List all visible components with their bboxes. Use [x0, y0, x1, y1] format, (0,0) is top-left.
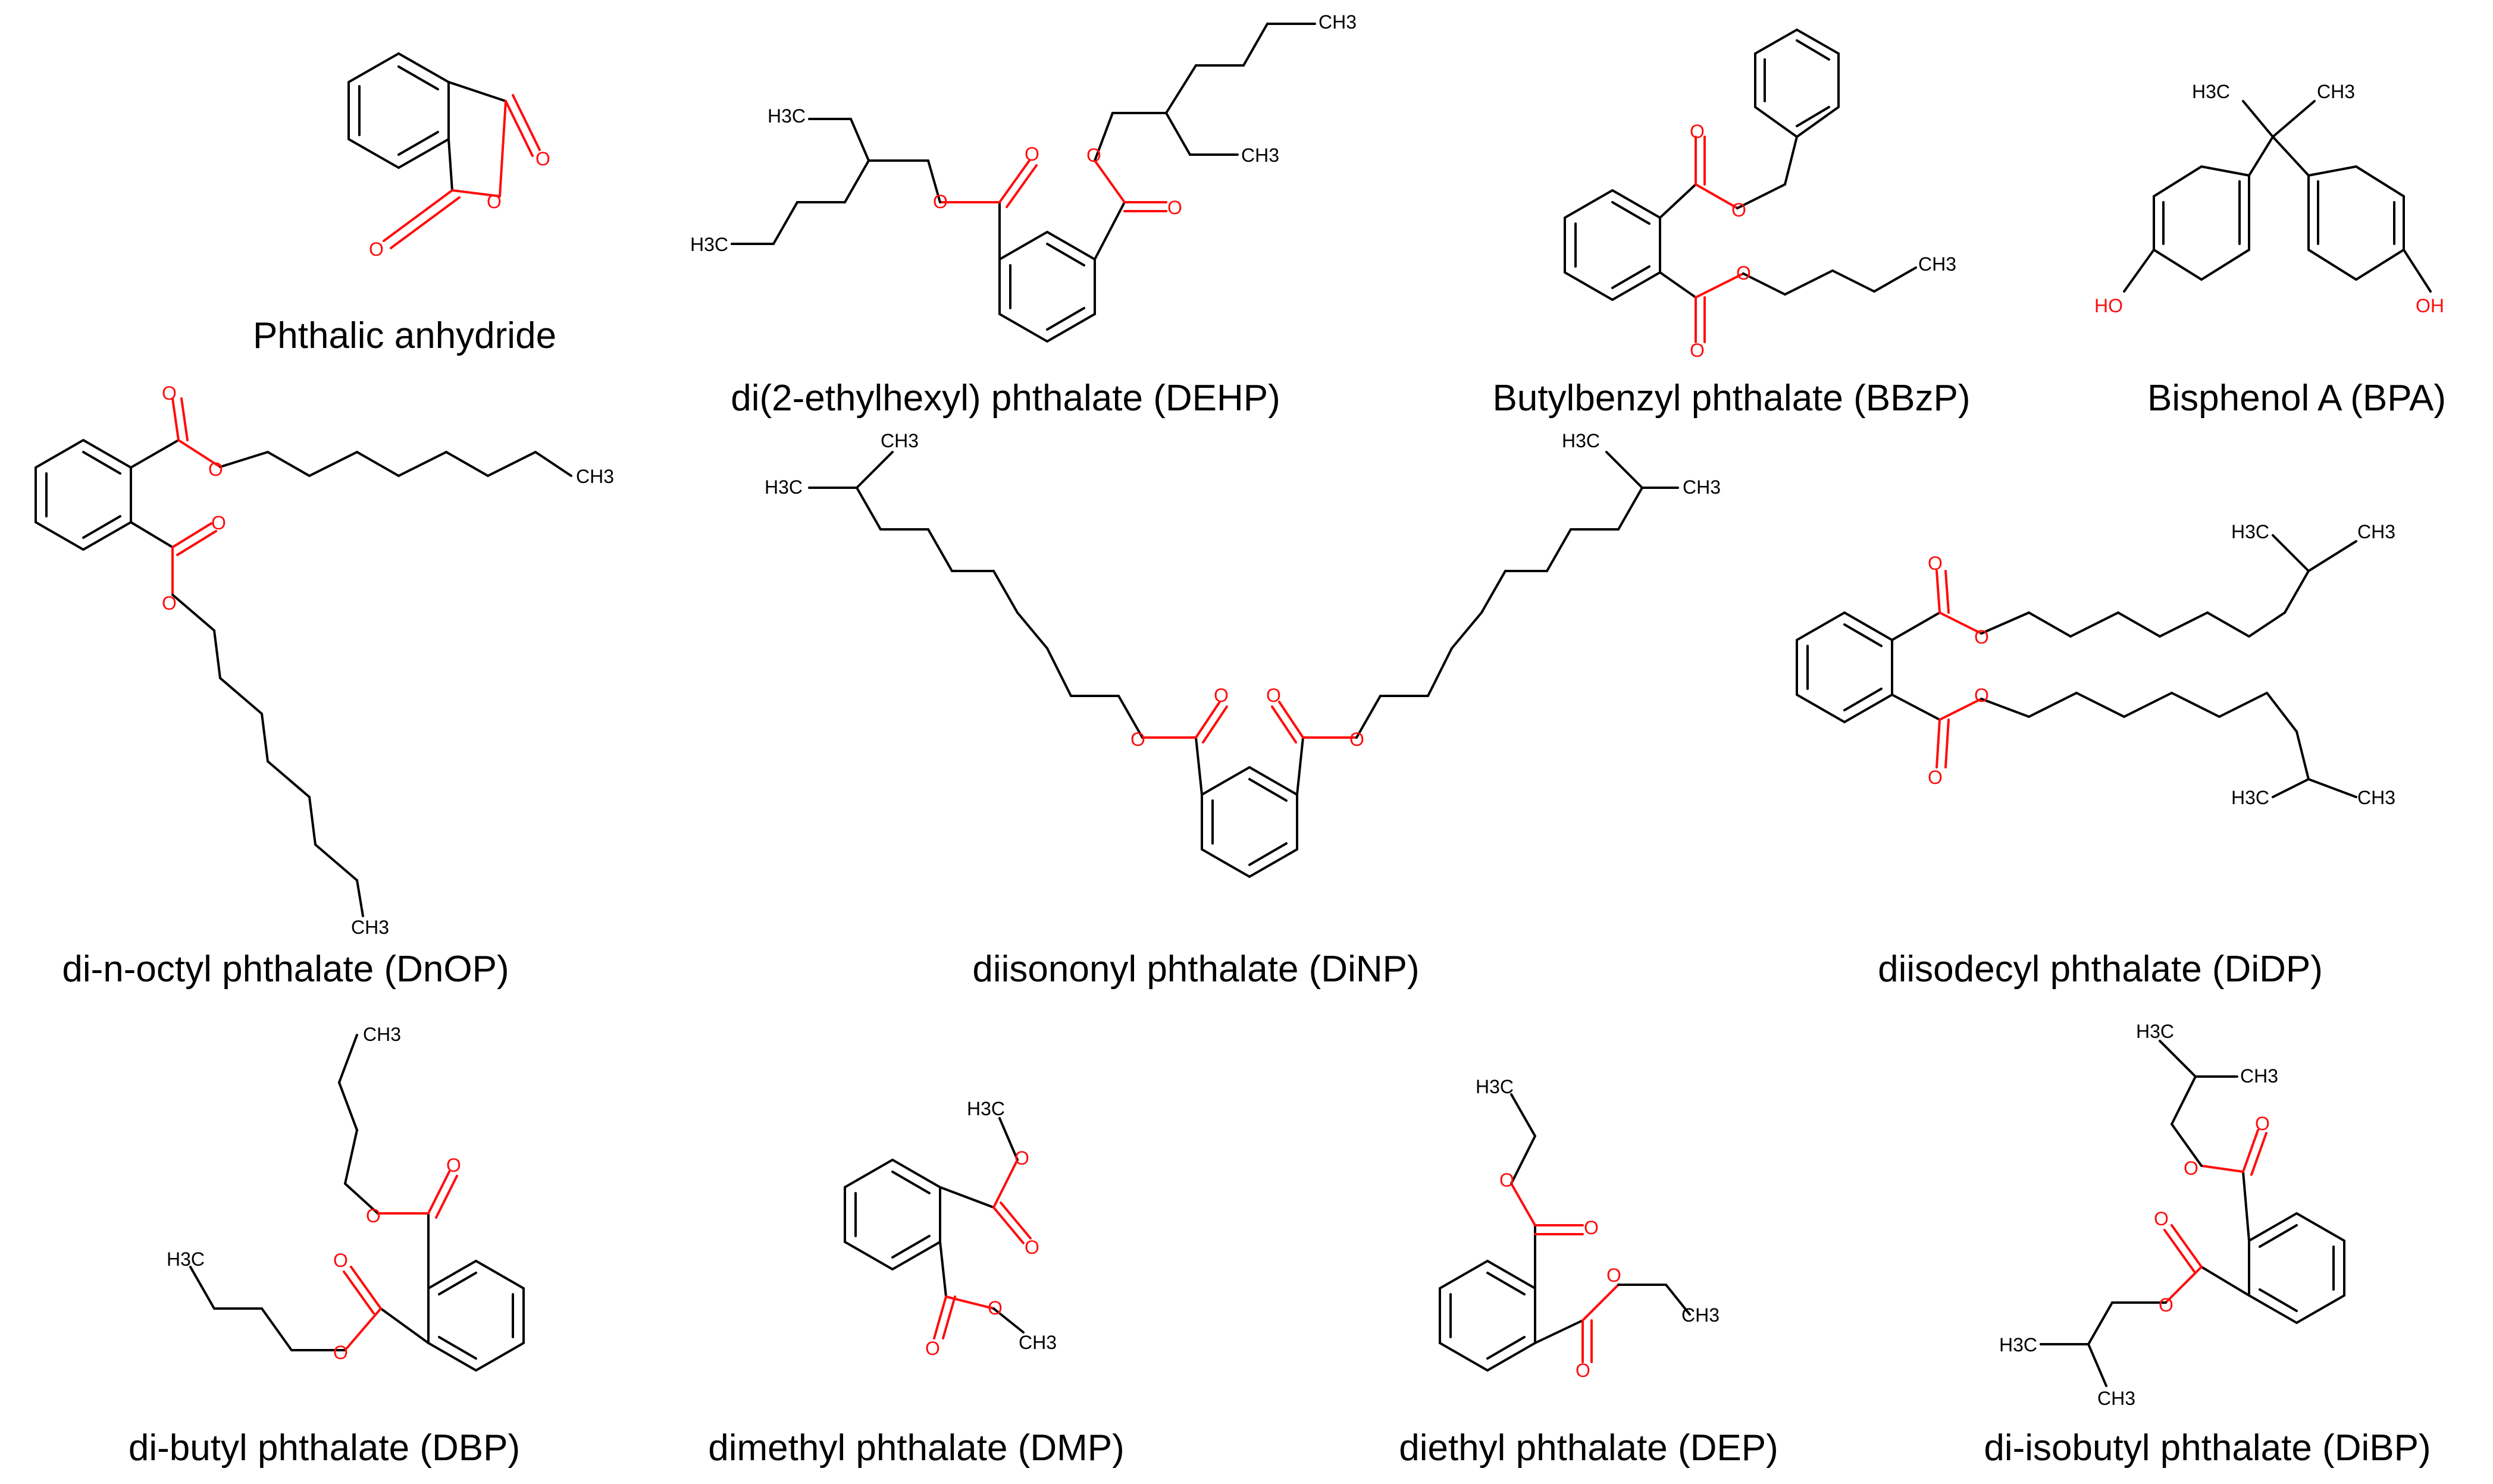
atom-label-oh: OH — [2416, 295, 2444, 316]
atom-label-ho: HO — [2094, 295, 2123, 316]
atom-label-o: O — [1086, 145, 1101, 166]
atom-label-o: O — [1266, 685, 1281, 706]
atom-label-h3c: H3C — [2231, 787, 2269, 808]
atom-label-o: O — [366, 1205, 381, 1226]
caption-didp: diisodecyl phthalate (DiDP) — [1878, 949, 2323, 990]
atom-label-h3c: H3C — [2231, 521, 2269, 542]
atom-label-o: O — [487, 191, 502, 212]
atom-label-o: O — [2159, 1294, 2173, 1316]
atom-label-ch3: CH3 — [1918, 253, 1956, 275]
atom-label-o: O — [2154, 1208, 2169, 1229]
atom-label-o: O — [1130, 729, 1145, 750]
structure-dibp: O O O O H3C CH3 H3C CH3 — [1999, 1021, 2345, 1409]
atom-label-o: O — [1731, 199, 1746, 221]
atom-label-o: O — [535, 148, 550, 170]
atom-label-ch3: CH3 — [1681, 1304, 1720, 1326]
atom-label-o: O — [1214, 685, 1229, 706]
structure-dehp: O O O O H3C H3C CH3 CH3 — [690, 11, 1357, 343]
caption-phthalic-anhydride: Phthalic anhydride — [253, 315, 556, 356]
atom-label-o: O — [211, 512, 226, 534]
atom-label-h3c: H3C — [167, 1248, 205, 1270]
atom-label-h3c: H3C — [2192, 81, 2230, 102]
atom-label-o: O — [1014, 1147, 1029, 1169]
caption-dehp: di(2-ethylhexyl) phthalate (DEHP) — [731, 378, 1280, 419]
atom-label-o: O — [1690, 340, 1705, 361]
structure-dep: O O O O H3C CH3 — [1439, 1076, 1720, 1381]
atom-label-o: O — [1025, 143, 1039, 165]
atom-label-o: O — [1576, 1360, 1590, 1381]
caption-bpa: Bisphenol A (BPA) — [2147, 378, 2446, 419]
atom-label-o: O — [925, 1338, 940, 1359]
atom-label-o: O — [162, 592, 177, 614]
atom-label-o: O — [1974, 626, 1989, 648]
atom-label-h3c: H3C — [768, 105, 806, 127]
atom-label-o: O — [2184, 1157, 2198, 1179]
caption-dibp: di-isobutyl phthalate (DiBP) — [1984, 1427, 2431, 1469]
atom-label-o: O — [1499, 1169, 1514, 1191]
atom-label-o: O — [1736, 262, 1751, 284]
structure-bbzp: O O O O CH3 — [1564, 28, 1956, 361]
atom-label-ch3: CH3 — [1318, 11, 1357, 33]
atom-label-o: O — [162, 382, 177, 404]
atom-label-o: O — [988, 1297, 1003, 1319]
atom-label-h3c: H3C — [1476, 1076, 1514, 1097]
atom-label-o: O — [1025, 1237, 1039, 1258]
structure-didp: O O O O H3C CH3 H3C CH3 — [1796, 521, 2395, 808]
atom-label-o: O — [1584, 1217, 1599, 1238]
atom-label-o: O — [1349, 729, 1364, 750]
atom-label-ch3: CH3 — [2357, 787, 2395, 808]
atom-label-h3c: H3C — [690, 234, 728, 255]
atom-label-o: O — [446, 1154, 461, 1176]
atom-label-ch3: CH3 — [2097, 1388, 2135, 1409]
caption-dnop: di-n-octyl phthalate (DnOP) — [62, 949, 509, 990]
caption-dbp: di-butyl phthalate (DBP) — [129, 1427, 520, 1469]
atom-label-ch3: CH3 — [576, 466, 614, 487]
atom-label-o: O — [1928, 553, 1943, 574]
atom-label-h3c: H3C — [765, 476, 803, 498]
structure-dinp: O O O O H3C CH3 H3C CH3 — [765, 430, 1721, 879]
atom-label-ch3: CH3 — [2357, 521, 2395, 542]
atom-label-h3c: H3C — [1562, 430, 1600, 451]
atom-label-ch3: CH3 — [1683, 476, 1721, 498]
atom-label-o: O — [1974, 685, 1989, 706]
atom-label-o: O — [933, 191, 948, 212]
atom-label-o: O — [333, 1250, 348, 1271]
atom-label-ch3: CH3 — [1241, 145, 1279, 166]
caption-dmp: dimethyl phthalate (DMP) — [708, 1427, 1125, 1469]
atom-label-ch3: CH3 — [351, 917, 389, 938]
atom-label-ch3: CH3 — [363, 1024, 401, 1045]
atom-label-o: O — [1690, 121, 1705, 142]
atom-label-o: O — [1167, 197, 1182, 218]
structure-phthalic-anhydride: O O O — [347, 52, 550, 260]
atom-label-ch3: CH3 — [881, 430, 919, 451]
atom-label-h3c: H3C — [2136, 1021, 2174, 1042]
structure-dnop: O O O O CH3 CH3 — [35, 382, 614, 938]
atom-label-o: O — [1606, 1265, 1621, 1286]
atom-label-ch3: CH3 — [2240, 1065, 2278, 1087]
structure-bpa: H3C CH3 HO OH — [2094, 81, 2444, 316]
atom-label-o: O — [1928, 767, 1943, 788]
caption-dinp: diisononyl phthalate (DiNP) — [972, 949, 1419, 990]
atom-label-o: O — [333, 1342, 348, 1363]
atom-label-ch3: CH3 — [2317, 81, 2355, 102]
caption-dep: diethyl phthalate (DEP) — [1399, 1427, 1778, 1469]
atom-label-ch3: CH3 — [1019, 1332, 1057, 1353]
structure-dmp: O O O O H3C CH3 — [844, 1098, 1057, 1359]
atom-label-o: O — [2255, 1113, 2270, 1134]
atom-label-h3c: H3C — [967, 1098, 1005, 1119]
atom-label-o: O — [208, 459, 223, 480]
atom-label-h3c: H3C — [1999, 1334, 2037, 1356]
structure-dbp: O O O O CH3 H3C — [167, 1024, 525, 1372]
atom-label-o: O — [369, 239, 384, 260]
caption-bbzp: Butylbenzyl phthalate (BBzP) — [1493, 378, 1971, 419]
